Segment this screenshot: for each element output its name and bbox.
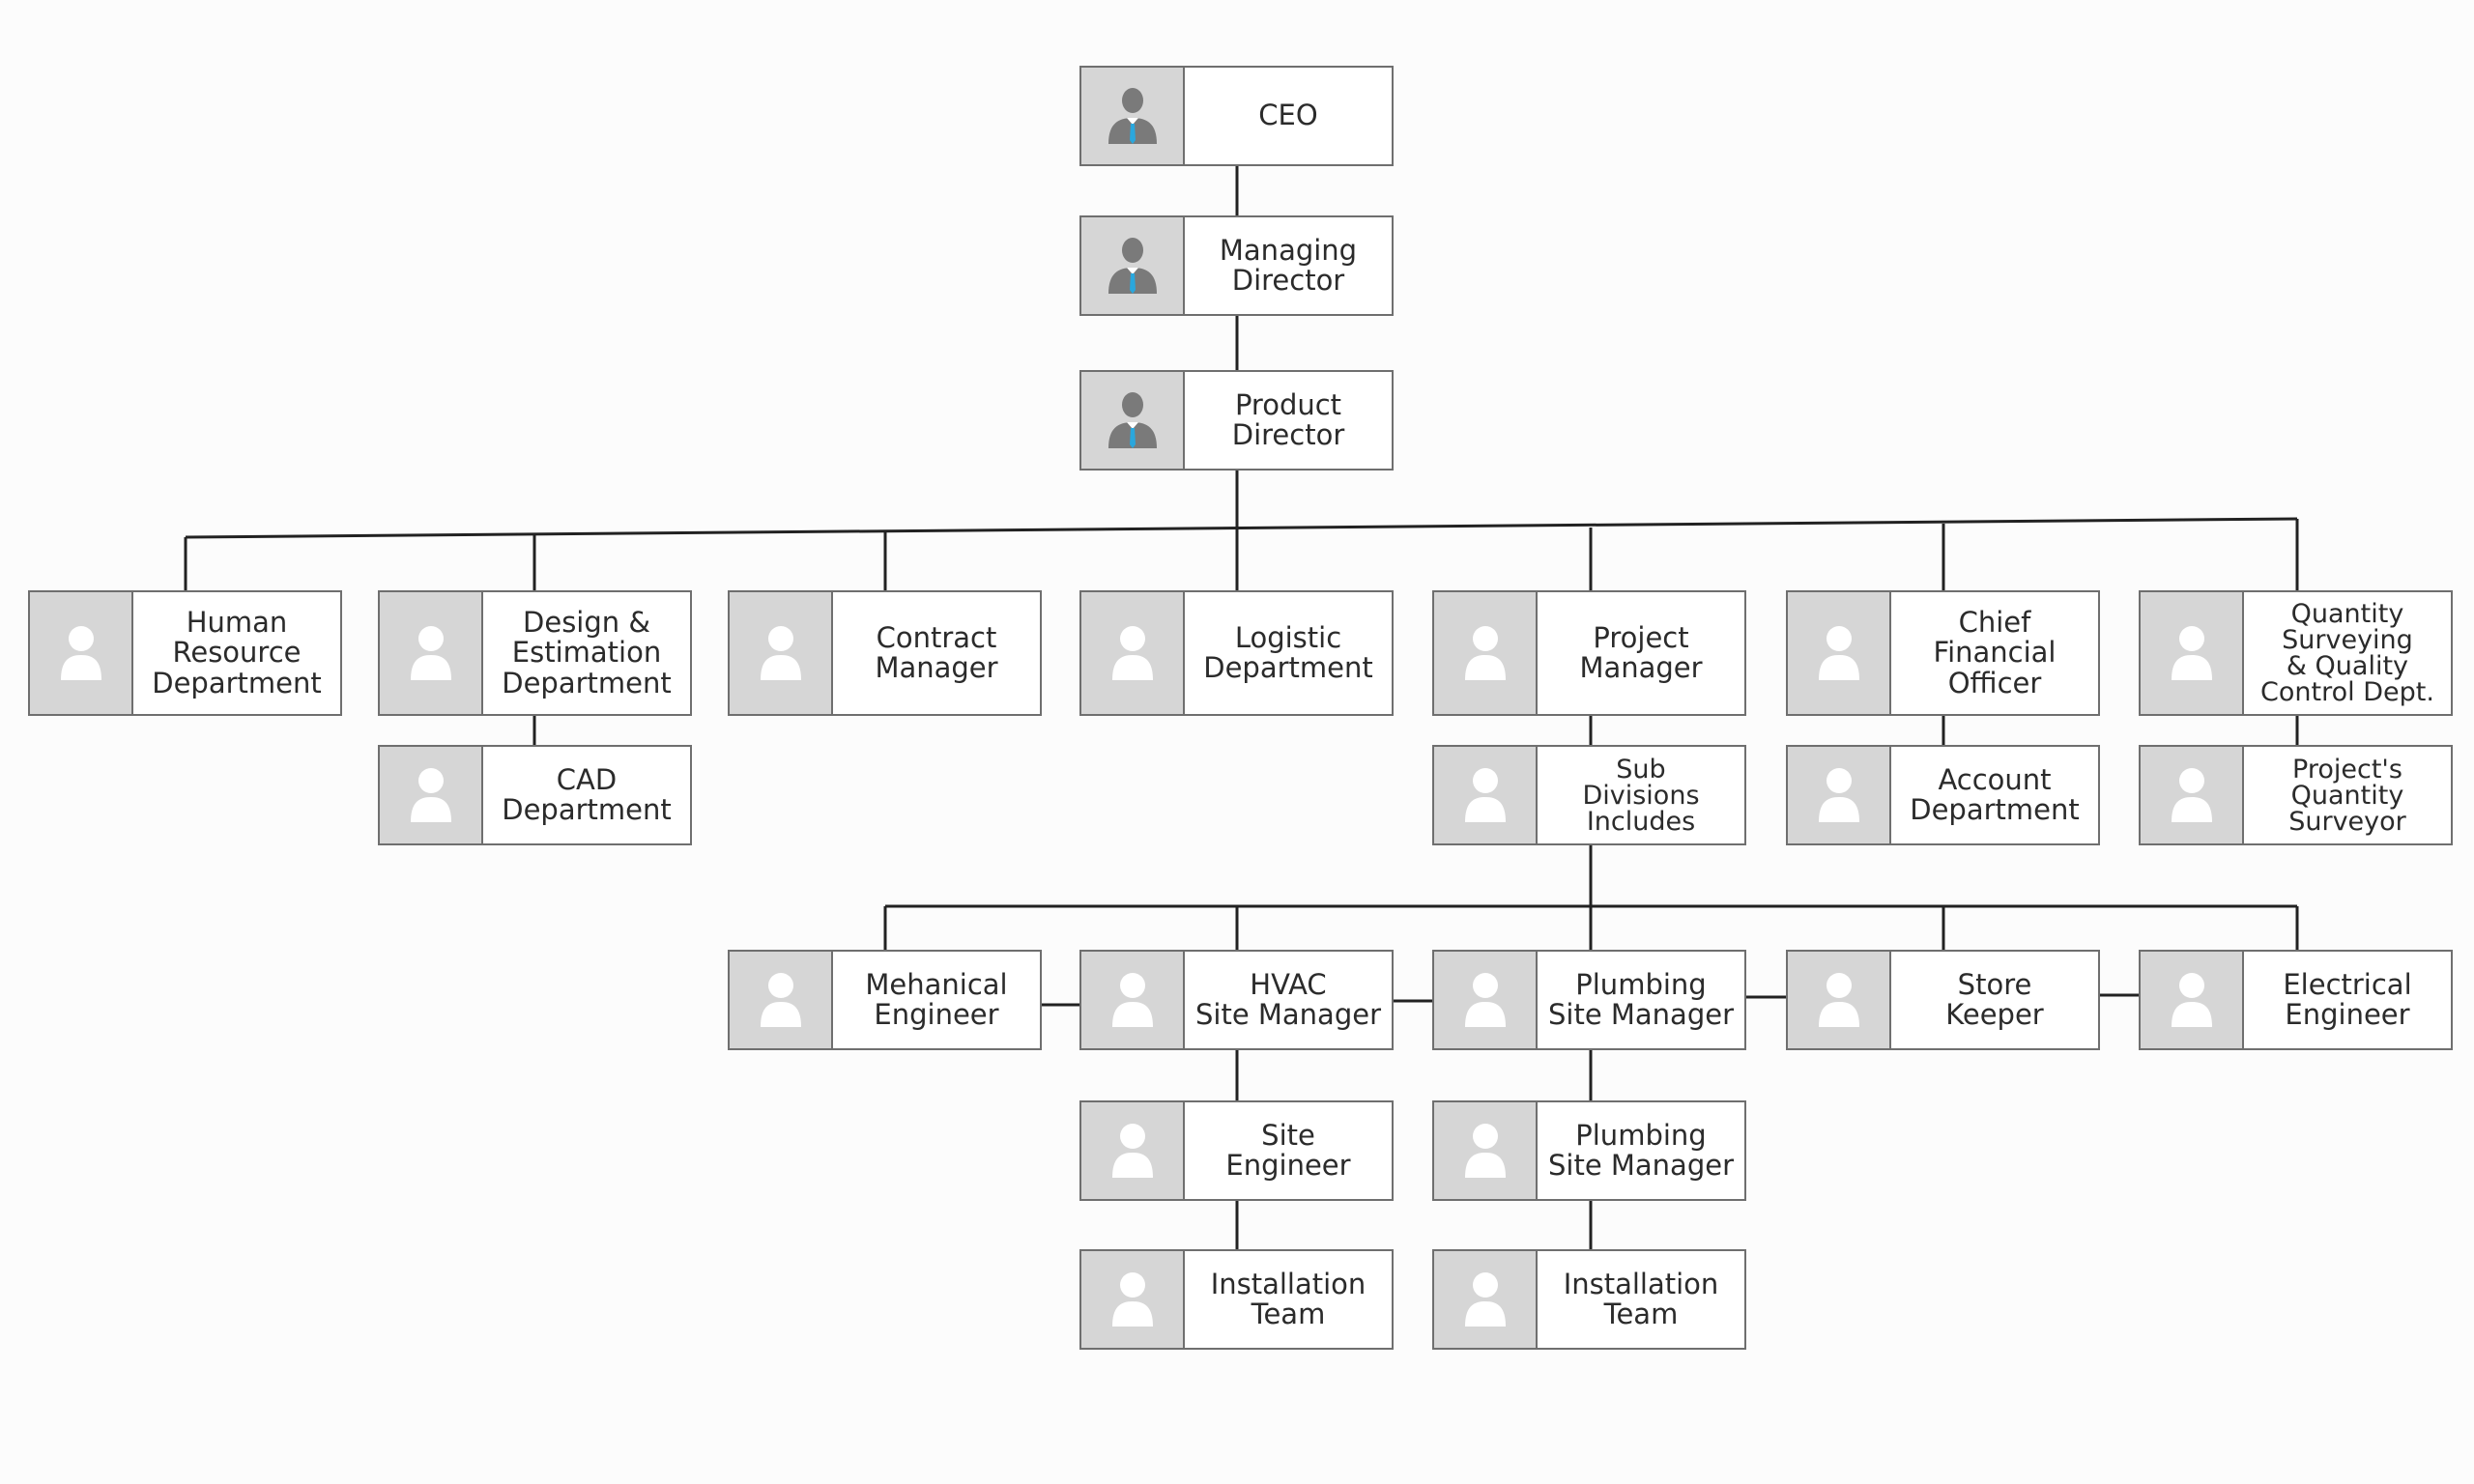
node-cad-department: CAD Department <box>378 745 692 845</box>
node-logistic-department: Logistic Department <box>1079 590 1394 716</box>
person-icon <box>730 952 833 1048</box>
person-icon <box>1434 1102 1538 1199</box>
person-icon <box>2141 747 2244 843</box>
person-icon <box>1788 592 1891 714</box>
node-project-manager: Project Manager <box>1432 590 1746 716</box>
node-label: Quantity Surveying & Quality Control Dep… <box>2260 599 2434 707</box>
node-label: Account Department <box>1910 762 2080 826</box>
node-label: Mehanical Engineer <box>865 967 1008 1031</box>
node-managing-director: Managing Director <box>1079 215 1394 316</box>
node-hvac-site-manager: HVAC Site Manager <box>1079 950 1394 1050</box>
node-chief-financial-officer: Chief Financial Officer <box>1786 590 2100 716</box>
node-human-resource: Human Resource Department <box>28 590 342 716</box>
executive-icon <box>1081 68 1185 164</box>
node-label: Plumbing Site Manager <box>1547 967 1734 1031</box>
node-label: Logistic Department <box>1203 620 1373 684</box>
node-label: Sub Divisions Includes <box>1582 754 1700 837</box>
node-installation-team-2: Installation Team <box>1432 1249 1746 1350</box>
node-label: CEO <box>1258 99 1318 132</box>
node-label: Installation Team <box>1210 1267 1366 1330</box>
executive-icon <box>1081 217 1185 314</box>
person-icon <box>1081 1102 1185 1199</box>
person-icon <box>1434 747 1538 843</box>
node-design-estimation: Design & Estimation Department <box>378 590 692 716</box>
person-icon <box>2141 952 2244 1048</box>
person-icon <box>1434 592 1538 714</box>
node-sub-divisions: Sub Divisions Includes <box>1432 745 1746 845</box>
node-mechanical-engineer: Mehanical Engineer <box>728 950 1042 1050</box>
node-label: Product Director <box>1231 387 1345 451</box>
person-icon <box>1081 592 1185 714</box>
person-icon <box>1788 952 1891 1048</box>
node-label: Store Keeper <box>1945 967 2044 1031</box>
node-label: Project's Quantity Surveyor <box>2288 754 2406 837</box>
node-label: Chief Financial Officer <box>1933 606 2057 699</box>
person-icon <box>1434 952 1538 1048</box>
node-plumbing-site-manager: Plumbing Site Manager <box>1432 950 1746 1050</box>
node-store-keeper: Store Keeper <box>1786 950 2100 1050</box>
node-electrical-engineer: Electrical Engineer <box>2139 950 2453 1050</box>
node-label: Electrical Engineer <box>2283 967 2412 1031</box>
person-icon <box>1081 952 1185 1048</box>
node-label: Project Manager <box>1579 620 1703 684</box>
person-icon <box>380 592 483 714</box>
node-site-engineer: Site Engineer <box>1079 1100 1394 1201</box>
node-label: CAD Department <box>502 762 672 826</box>
node-contract-manager: Contract Manager <box>728 590 1042 716</box>
person-icon <box>1788 747 1891 843</box>
node-label: Contract Manager <box>875 620 998 684</box>
person-icon <box>1434 1251 1538 1348</box>
node-quantity-surveying: Quantity Surveying & Quality Control Dep… <box>2139 590 2453 716</box>
person-icon <box>1081 1251 1185 1348</box>
node-plumbing-site-manager-2: Plumbing Site Manager <box>1432 1100 1746 1201</box>
node-label: Managing Director <box>1219 233 1358 297</box>
node-product-director: Product Director <box>1079 370 1394 471</box>
person-icon <box>30 592 133 714</box>
node-ceo: CEO <box>1079 66 1394 166</box>
node-label: Plumbing Site Manager <box>1547 1118 1734 1182</box>
executive-icon <box>1081 372 1185 469</box>
node-label: HVAC Site Manager <box>1194 967 1381 1031</box>
node-account-department: Account Department <box>1786 745 2100 845</box>
node-installation-team: Installation Team <box>1079 1249 1394 1350</box>
person-icon <box>2141 592 2244 714</box>
node-label: Installation Team <box>1563 1267 1719 1330</box>
node-label: Site Engineer <box>1225 1118 1351 1182</box>
person-icon <box>730 592 833 714</box>
node-label: Human Resource Department <box>152 606 322 699</box>
connector-department-bar <box>185 517 2298 539</box>
person-icon <box>380 747 483 843</box>
node-label: Design & Estimation Department <box>502 606 672 699</box>
node-project-quantity-surveyor: Project's Quantity Surveyor <box>2139 745 2453 845</box>
